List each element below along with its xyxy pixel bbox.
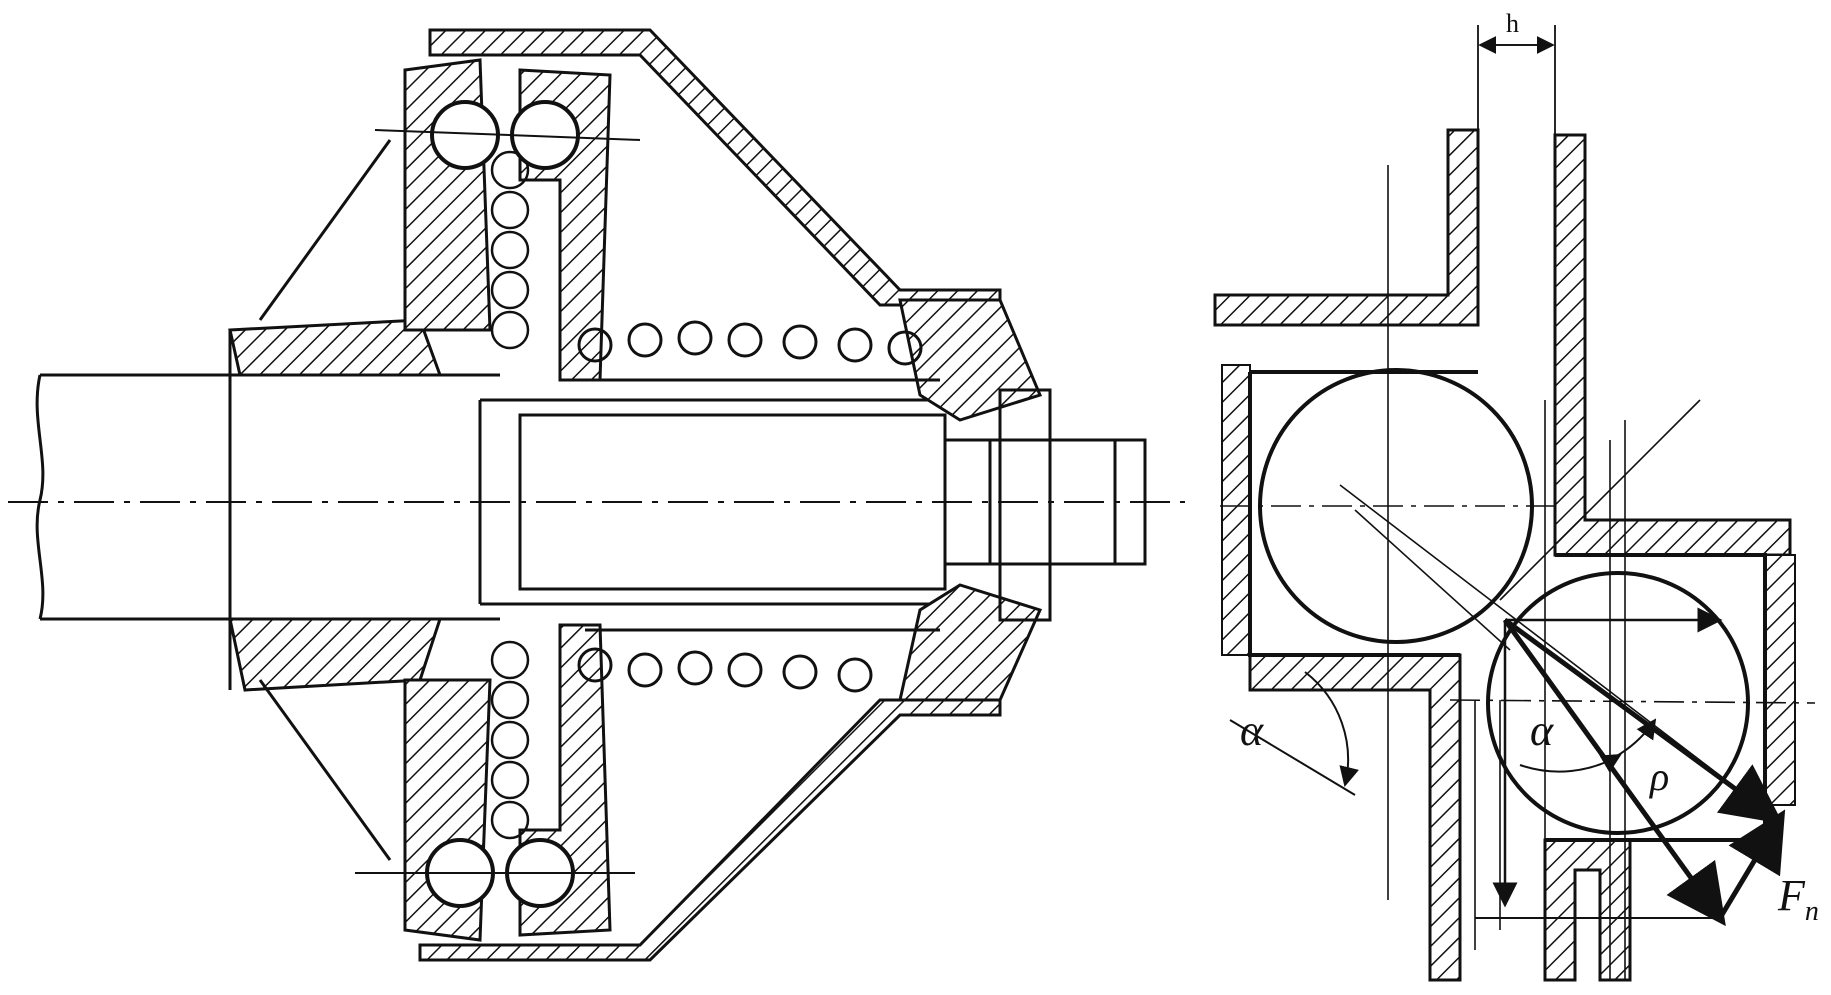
ball-chain-upper	[490, 150, 530, 350]
end-cap	[898, 298, 1052, 702]
contact-detail	[1213, 25, 1816, 982]
hub	[228, 139, 443, 861]
housing-lower-right	[1543, 838, 1632, 982]
right-ball-cage	[1545, 553, 1767, 842]
label-gap-h: h	[1506, 9, 1519, 38]
clutch-cross-section	[8, 28, 1185, 962]
left-angle-marker	[1229, 671, 1359, 796]
lower-spring	[577, 628, 940, 693]
housing-left-wall	[1221, 364, 1251, 656]
gap-dimension	[1477, 25, 1556, 135]
label-friction-angle: ρ	[1648, 754, 1669, 799]
label-angle-right: α	[1530, 706, 1554, 755]
label-force: Fn	[1777, 871, 1819, 927]
force-arrows	[1492, 607, 1786, 927]
sleeve	[478, 398, 1147, 606]
housing-upper-left	[1213, 128, 1480, 327]
right-angle-markers	[1519, 718, 1657, 773]
housing-upper-right	[1553, 133, 1792, 557]
upper-balls	[374, 100, 641, 170]
housing-lower-left	[1248, 653, 1462, 982]
upper-spring	[577, 320, 940, 382]
right-ball	[1486, 571, 1750, 835]
lower-balls	[355, 838, 635, 908]
left-ball-cage	[1248, 370, 1478, 657]
shaft	[35, 373, 500, 621]
construction-lines	[1220, 165, 1816, 980]
ball-chain-lower	[490, 640, 530, 840]
label-angle-left: α	[1240, 706, 1264, 755]
housing-right-wall	[1764, 554, 1796, 806]
